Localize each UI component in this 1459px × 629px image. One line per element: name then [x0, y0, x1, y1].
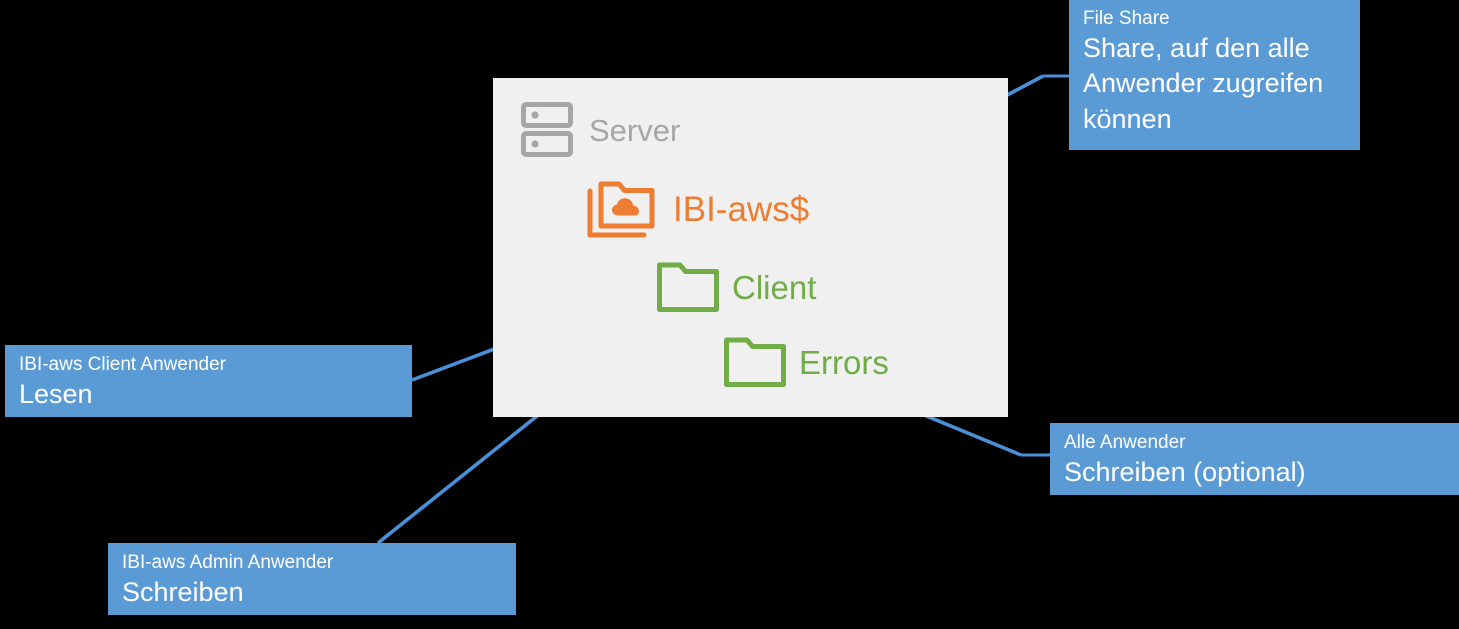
callout-body-line: Anwender zugreifen [1083, 68, 1324, 99]
share-node-ibiaws[interactable]: IBI-aws$ [586, 178, 809, 240]
server-panel: Server IBI-aws$ Client [493, 78, 1008, 417]
server-header: Server [521, 102, 680, 158]
callout-title: IBI-aws Client Anwender [19, 354, 226, 375]
cloud-folder-icon [586, 178, 664, 240]
callout-title: Alle Anwender [1064, 432, 1186, 453]
folder-node-client[interactable]: Client [656, 261, 816, 313]
server-label: Server [589, 112, 681, 148]
callout-title: IBI-aws Admin Anwender [122, 552, 334, 573]
callout-client-anwender[interactable]: IBI-aws Client Anwender Lesen [5, 345, 412, 417]
callout-body: Schreiben (optional) [1064, 457, 1306, 488]
folder-icon [656, 261, 720, 313]
folder-label-errors: Errors [799, 343, 889, 381]
share-label-ibiaws: IBI-aws$ [673, 189, 810, 229]
server-icon [521, 102, 573, 158]
callout-body: Schreiben [122, 577, 244, 608]
callout-body-line: Share, auf den alle [1083, 33, 1310, 64]
callout-body: Share, auf den alle Anwender zugreifen k… [1083, 31, 1346, 136]
folder-label-client: Client [732, 268, 817, 306]
folder-icon [723, 336, 787, 388]
callout-admin-anwender[interactable]: IBI-aws Admin Anwender Schreiben [108, 543, 516, 615]
callout-body-line: können [1083, 103, 1172, 134]
folder-node-errors[interactable]: Errors [723, 336, 889, 388]
callout-alle-anwender[interactable]: Alle Anwender Schreiben (optional) [1050, 423, 1459, 495]
callout-file-share[interactable]: File Share Share, auf den alle Anwender … [1069, 0, 1360, 150]
callout-title: File Share [1083, 8, 1170, 29]
callout-body: Lesen [19, 379, 93, 410]
